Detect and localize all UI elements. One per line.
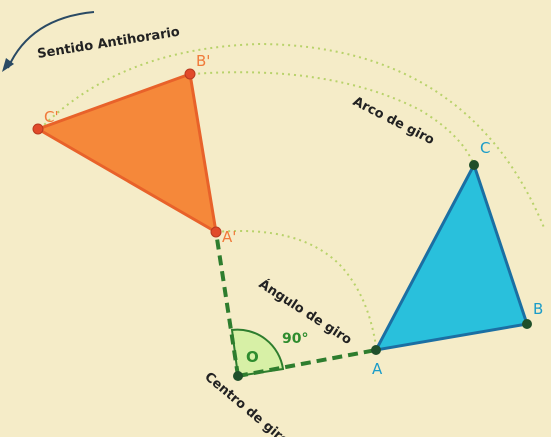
- point-c: [469, 160, 479, 170]
- arc-of-rotation-middle: [191, 71, 475, 166]
- vertex-label-b: B: [533, 300, 543, 318]
- rotation-angle-sector: [230, 328, 285, 378]
- rotated-triangle: [36, 72, 218, 234]
- guide-line-center-to-a: [237, 348, 377, 378]
- arc-of-rotation-inner: [215, 229, 377, 347]
- vertex-label-a: A: [372, 360, 383, 378]
- angle-value-label: 90°: [282, 331, 308, 347]
- point-a-prime: [210, 226, 222, 238]
- guide-line-center-to-a-prime: [214, 231, 240, 377]
- vertex-label-a-prime: A': [222, 228, 236, 246]
- anticlockwise-arrow: [7, 11, 95, 69]
- point-a: [371, 345, 381, 355]
- vertex-label-b-prime: B': [196, 52, 210, 70]
- original-triangle: [374, 163, 529, 352]
- point-b-prime: [184, 68, 196, 80]
- vertex-label-c-prime: C': [44, 108, 59, 126]
- center-point-label: O: [246, 348, 259, 366]
- vertex-label-c: C: [480, 139, 490, 157]
- point-center-o: [233, 371, 243, 381]
- arrow-head-icon: [2, 58, 14, 72]
- point-c-prime: [32, 123, 44, 135]
- point-b: [522, 319, 532, 329]
